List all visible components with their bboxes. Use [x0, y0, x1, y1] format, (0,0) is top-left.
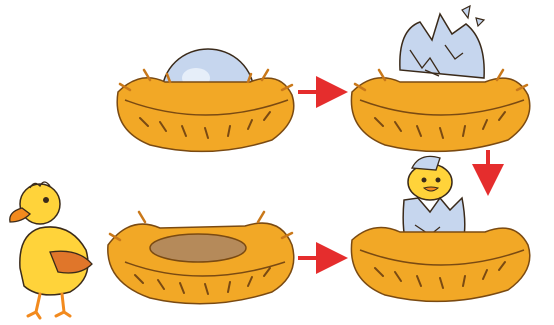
- empty-nest: [108, 212, 294, 304]
- nest-with-egg: [117, 49, 294, 151]
- shell-cap: [412, 156, 440, 170]
- chick-hatching: [351, 156, 529, 301]
- shell-fragments: [462, 6, 484, 26]
- nest-with-cracked-egg: [351, 6, 529, 151]
- duck-feet: [28, 294, 70, 318]
- cracked-egg: [400, 14, 484, 78]
- nest-hollow: [150, 234, 246, 262]
- duck-eye: [43, 197, 49, 203]
- duckling: [10, 182, 92, 318]
